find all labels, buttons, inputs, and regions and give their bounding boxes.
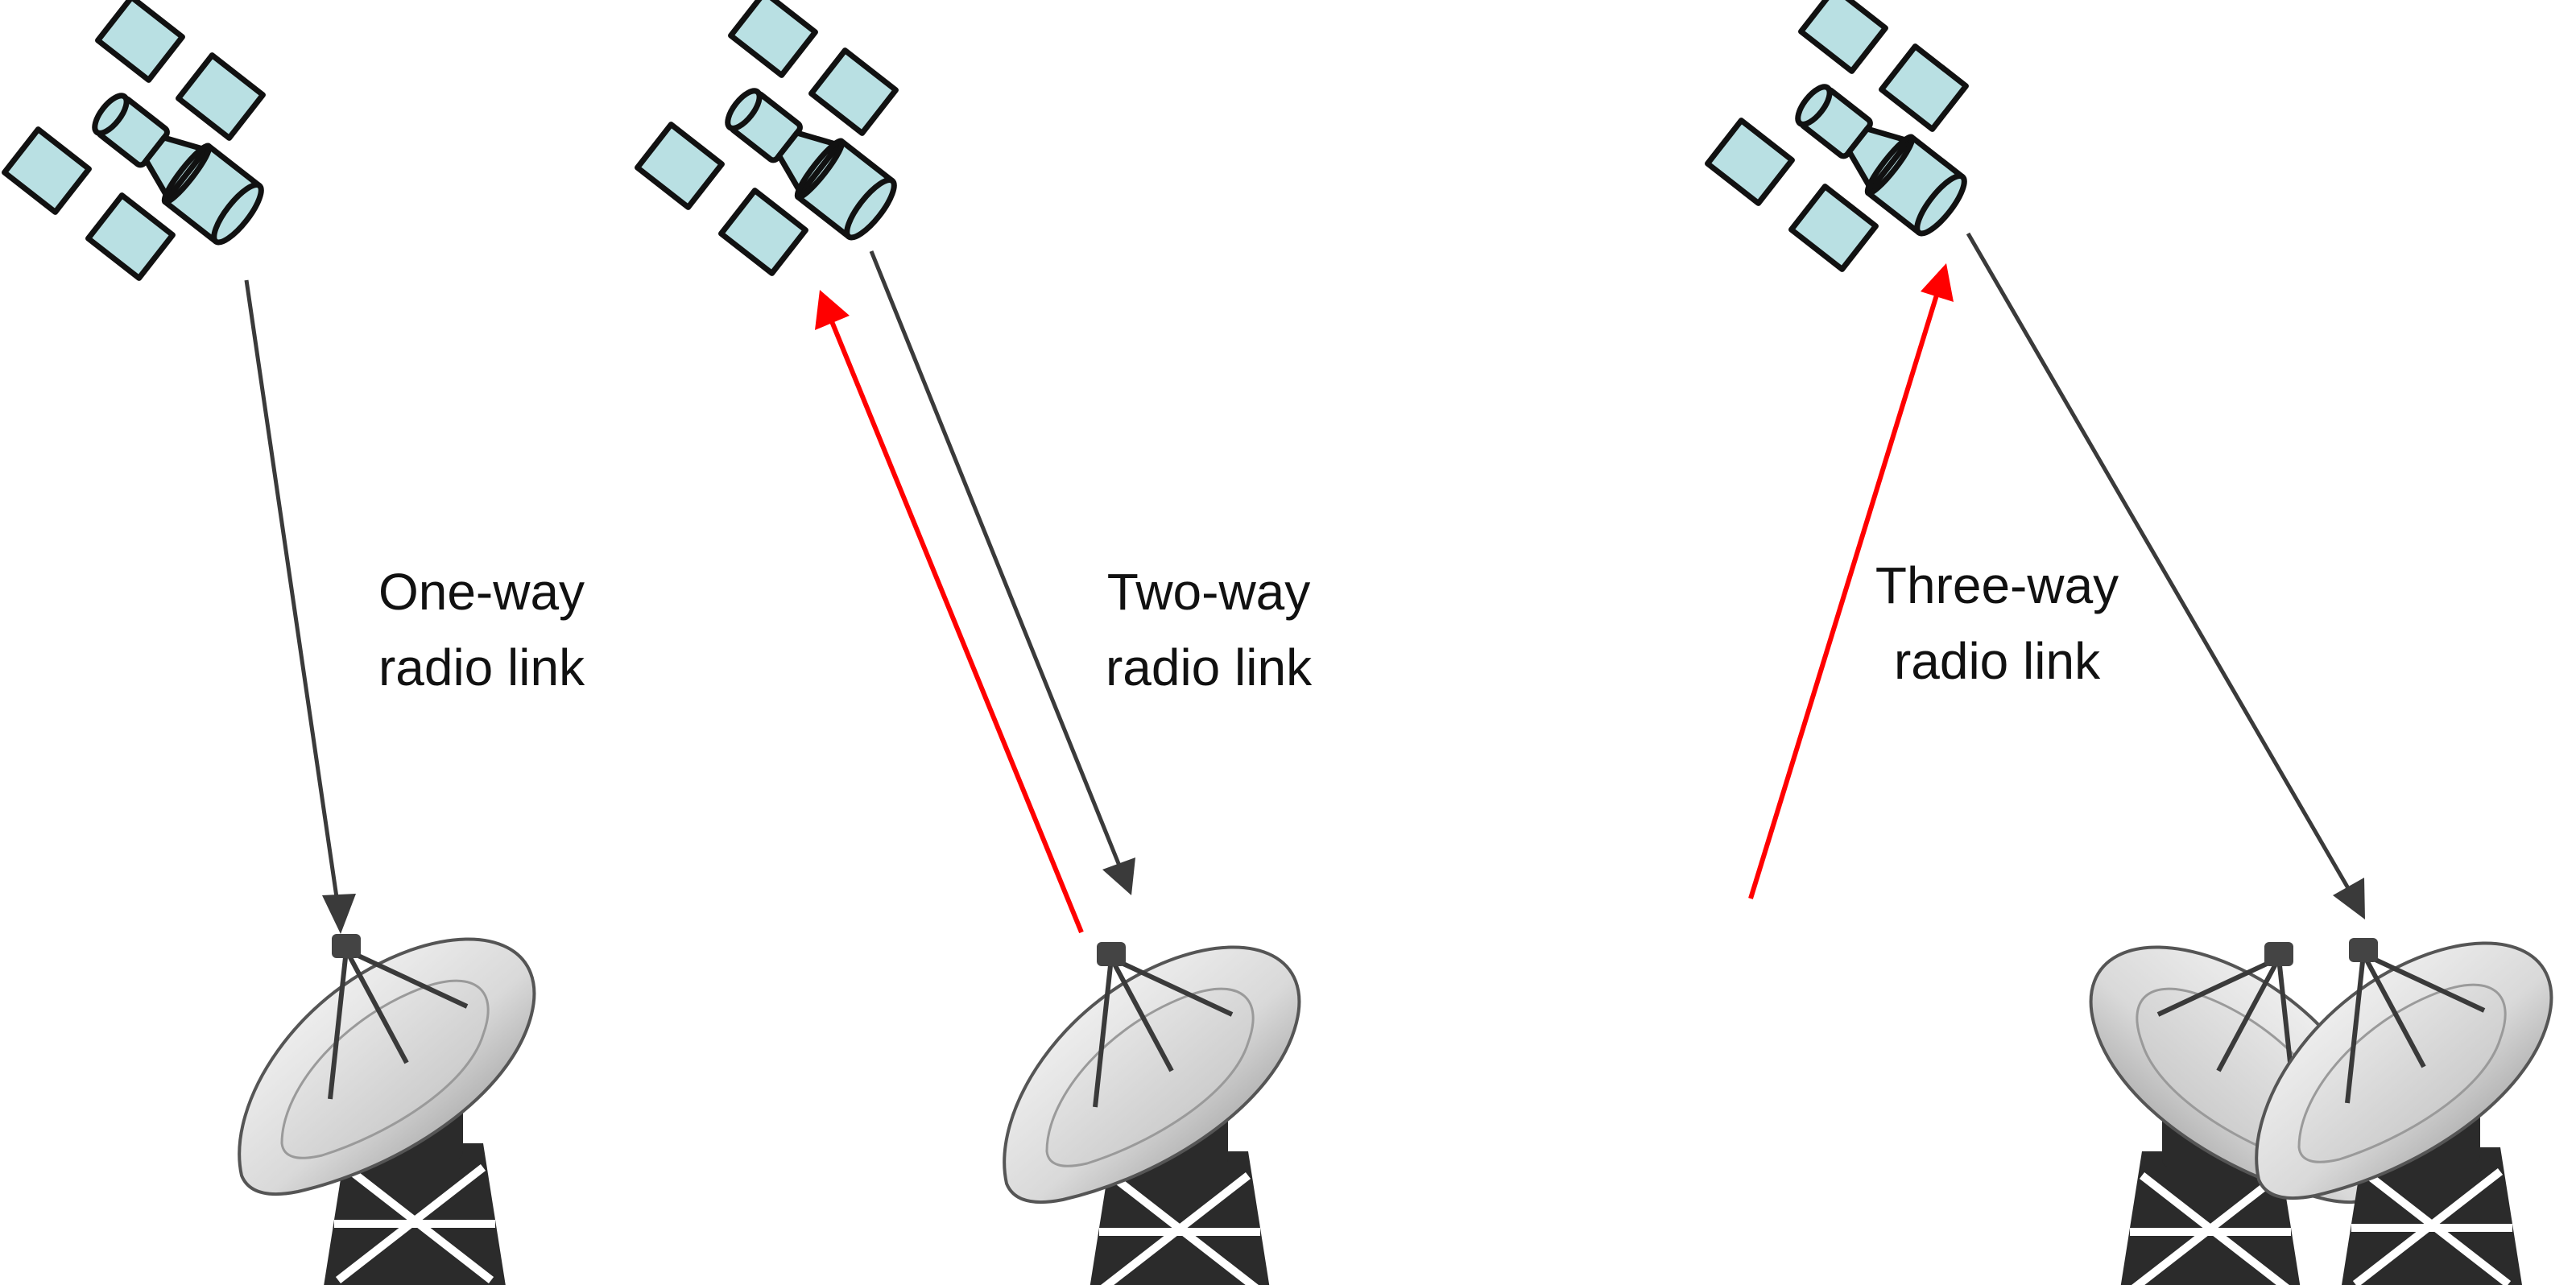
- downlink-arrowhead: [1102, 857, 1135, 895]
- three-way-link-label: Three-way radio link: [1844, 547, 2150, 699]
- uplink-arrowhead: [1921, 263, 1954, 302]
- label-line-2: radio link: [1893, 632, 2101, 690]
- downlink-arrows: [244, 232, 2365, 934]
- downlink-arrowhead: [322, 894, 356, 934]
- label-line-2: radio link: [1105, 638, 1313, 696]
- two-way-link-label: Two-way radio link: [1083, 554, 1334, 705]
- downlink-arrowhead: [2333, 878, 2365, 919]
- uplink-arrowhead: [815, 290, 850, 330]
- satellite-icon: [638, 0, 902, 273]
- radio-dish-icon: [1004, 942, 1299, 1285]
- label-line-1: Two-way: [1106, 563, 1311, 621]
- radio-dish-icon: [2256, 938, 2551, 1285]
- downlink-arrow: [869, 250, 1123, 870]
- uplink-arrow: [1748, 289, 1941, 899]
- uplink-arrow: [827, 314, 1084, 934]
- satellite-icon: [1708, 0, 1972, 269]
- label-line-1: One-way: [378, 563, 585, 621]
- radio-dish-icon: [239, 934, 534, 1285]
- uplink-arrows: [815, 263, 1954, 934]
- label-line-2: radio link: [378, 638, 585, 696]
- label-line-1: Three-way: [1875, 556, 2119, 614]
- satellite-icon: [5, 0, 269, 278]
- one-way-link-label: One-way radio link: [356, 554, 607, 705]
- downlink-arrow: [1966, 232, 2354, 895]
- downlink-arrow: [244, 279, 341, 909]
